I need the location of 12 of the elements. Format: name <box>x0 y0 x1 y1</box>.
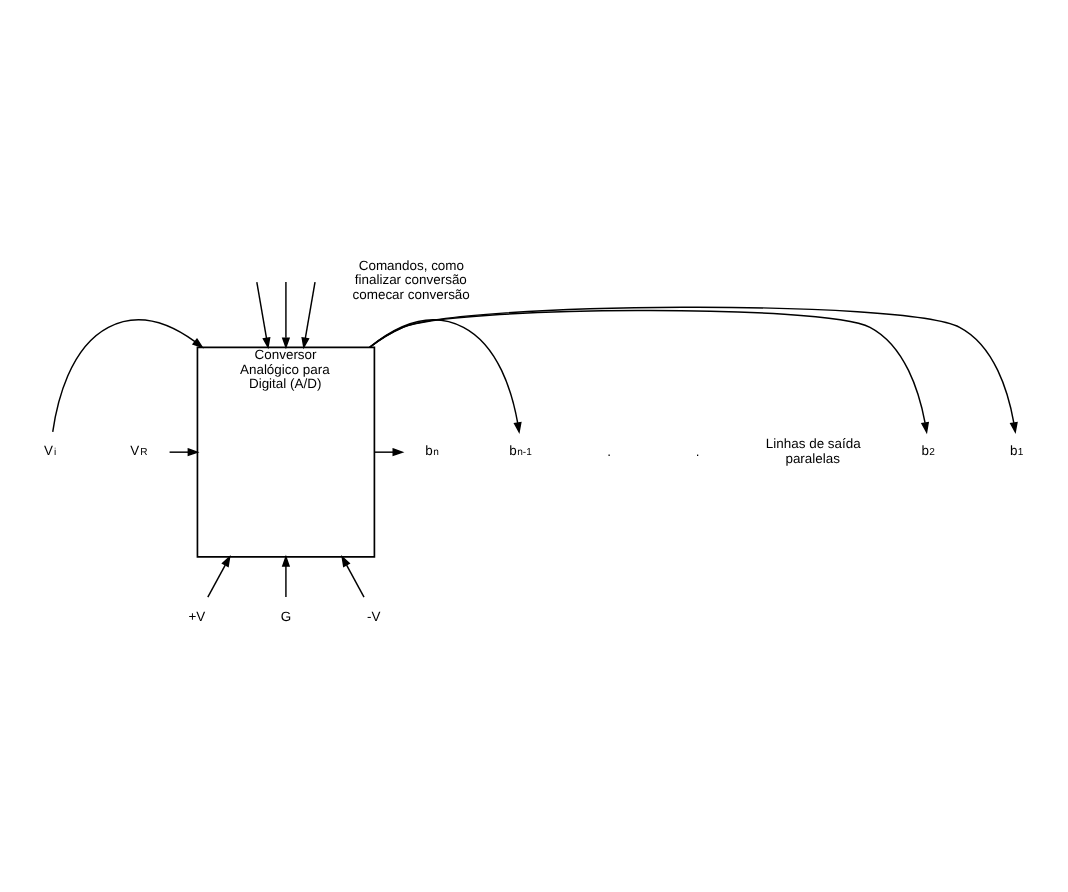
arrow <box>281 281 291 350</box>
arrow <box>341 555 365 598</box>
arrow <box>301 281 316 350</box>
arrow <box>52 319 204 433</box>
arrow <box>368 319 522 435</box>
arrow <box>168 448 200 457</box>
arrow <box>369 309 930 435</box>
arrow <box>256 281 271 350</box>
arrow <box>373 448 405 457</box>
arrow <box>207 555 231 598</box>
arrow <box>281 554 291 598</box>
arrow <box>369 306 1018 435</box>
